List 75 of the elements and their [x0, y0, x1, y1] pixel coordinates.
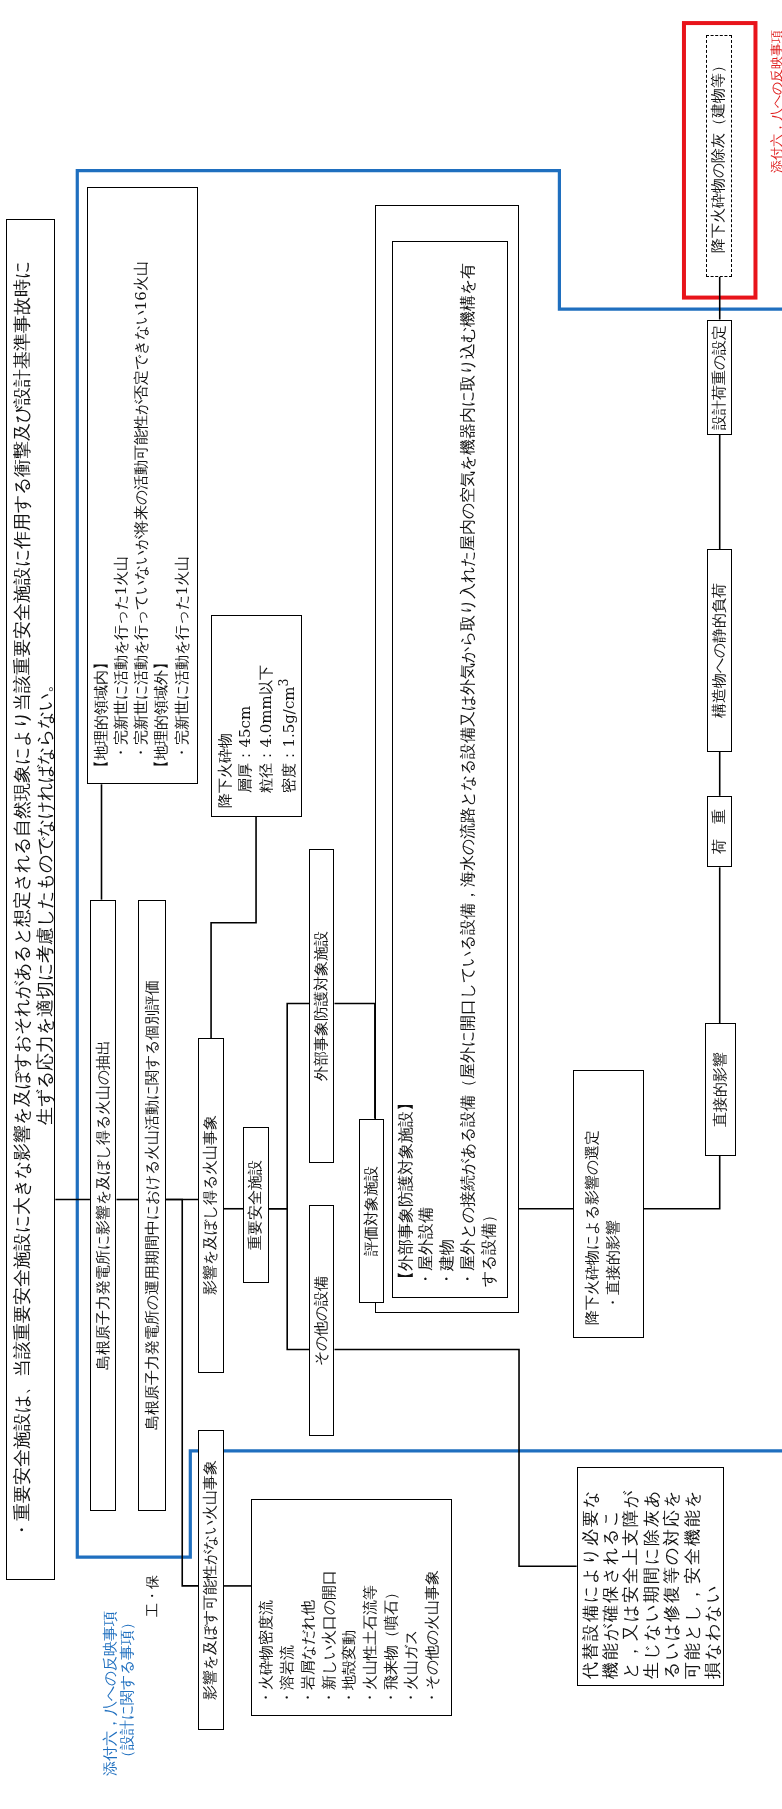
- box-text: 降下火砕物による影響の選定: [582, 1128, 603, 1325]
- box-text: ・屋外との接続がある設備（屋外に開口している設備，海水の流路となる設備又は外気から取り入れた屋内の空気を機器内に取り込む機構を有する設備）: [458, 262, 500, 1288]
- process-box: [309, 848, 335, 1163]
- process-box: [138, 899, 167, 1511]
- dashed-box: [705, 34, 733, 277]
- box-text: 降下火砕物の除灰（建物等）: [710, 58, 728, 254]
- box-text: ・完新世に活動を行った1火山: [110, 554, 131, 763]
- box-text: 重要安全施設: [247, 1159, 265, 1250]
- process-box: [86, 186, 199, 785]
- box-text: 影響を及ぼし得る火山事象: [202, 1115, 220, 1296]
- process-box: [707, 795, 733, 868]
- process-box: [198, 1430, 224, 1731]
- process-box: [89, 899, 117, 1511]
- box-text: ・火山性土石流等: [359, 1584, 380, 1706]
- box-text: その他の設備: [313, 1275, 331, 1366]
- box-text: ・重要安全施設は、当該重要安全施設に大きな影響を及ぼすおそれがあると想定される自然現象により当該重要安全施設に作用する衝撃及び設計基準事故時に生ずる応力を適切に考慮したものでなければならない。: [9, 259, 57, 1541]
- note-text: （設計に関する事項）: [118, 1614, 136, 1765]
- connector-line: [333, 1348, 578, 1568]
- connector-line: [115, 1198, 140, 1201]
- process-box: [243, 1126, 269, 1283]
- box-text: 影響を及ぼす可能性がない火山事象: [202, 1460, 220, 1701]
- process-box: [211, 614, 303, 817]
- connector-line: [222, 1585, 253, 1587]
- box-text: ・直接的影響: [603, 1218, 624, 1312]
- box-text: ・完新世に活動を行った1火山: [171, 554, 192, 763]
- box-text: 島根原子力発電所の運用期間中における火山活動に関する個別評価: [143, 980, 161, 1431]
- process-box: [707, 319, 733, 435]
- process-box: [704, 1023, 736, 1156]
- box-text: ・溶岩流: [277, 1644, 298, 1706]
- process-box: [576, 1467, 725, 1687]
- note-text: 工・保: [144, 1575, 162, 1618]
- process-box: [358, 1118, 385, 1304]
- connector-line: [165, 1198, 200, 1587]
- connector-line: [222, 1207, 245, 1210]
- box-text: 島根原子力発電所に影響を及ぼし得る火山の抽出: [94, 1040, 112, 1371]
- connector-line: [718, 866, 721, 1024]
- box-text: 【地理的領域外】: [151, 654, 172, 776]
- connector-line: [718, 434, 721, 550]
- connector-line: [642, 1154, 721, 1210]
- box-text: 【外部事象防護対象施設】: [395, 1094, 416, 1288]
- connector-line: [210, 815, 257, 1039]
- process-box: [573, 1070, 644, 1338]
- box-text: 【地理的領域内】: [90, 654, 111, 776]
- connector-line: [267, 1207, 310, 1351]
- box-text: 代替設備により必要な機能が確保されること，又は安全上支障が生じない期間に除灰あるいは修復等の対応を可能とし，安全機能を損なわない: [579, 1488, 723, 1680]
- box-text: 評価対象施設: [362, 1166, 380, 1257]
- box-text: 降下火砕物: [215, 731, 236, 808]
- process-box: [707, 549, 733, 752]
- process-box: [309, 1205, 335, 1436]
- connector-line: [718, 276, 721, 321]
- process-box: [391, 240, 508, 1299]
- box-text: ・建物: [437, 1238, 458, 1288]
- box-text: 層厚：45cm: [235, 704, 256, 795]
- box-text: 構造物への静的負荷: [711, 583, 728, 719]
- box-text: 粒径：4.0mm以下: [255, 664, 276, 795]
- process-box: [251, 1499, 453, 1717]
- note-text: 添付六，八への反映事項: [101, 1611, 119, 1777]
- box-text: ・飛来物（噴石）: [380, 1584, 401, 1706]
- box-text: ・完新世に活動を行っていないが将来の活動可能性が否定できない16火山: [131, 260, 151, 763]
- connector-line: [54, 1198, 91, 1201]
- box-text: ・火砕物密度流: [256, 1599, 277, 1706]
- box-text: ・屋外設備: [416, 1206, 437, 1288]
- box-text: ・新しい火口の開口: [318, 1569, 339, 1706]
- connector-line: [718, 751, 721, 797]
- box-text: ・岩屑なだれ他: [297, 1599, 318, 1706]
- box-text: 直接的影響: [711, 1051, 729, 1127]
- connector-line: [100, 783, 103, 901]
- box-text: 設計荷重の設定: [711, 324, 728, 430]
- box-text: ・地殻変動: [339, 1629, 360, 1706]
- box-text: ・火山ガス: [401, 1629, 422, 1706]
- process-box: [198, 1038, 224, 1373]
- connector-line: [518, 1207, 575, 1210]
- box-text: 荷 重: [711, 809, 728, 855]
- box-text: ・その他の火山事象: [421, 1569, 442, 1706]
- box-text: 外部事象防護対象施設: [313, 930, 331, 1081]
